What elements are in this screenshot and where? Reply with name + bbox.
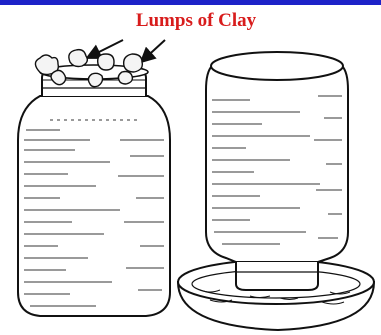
clay-lump-2	[69, 50, 87, 67]
arrow-right	[141, 40, 165, 62]
clay-lump-4	[124, 54, 143, 72]
jar-inverted	[206, 52, 348, 290]
clay-lump-3	[98, 54, 114, 70]
clay-lump-7	[118, 72, 132, 85]
clay-lump-6	[88, 73, 102, 86]
jar-upright	[18, 65, 170, 316]
